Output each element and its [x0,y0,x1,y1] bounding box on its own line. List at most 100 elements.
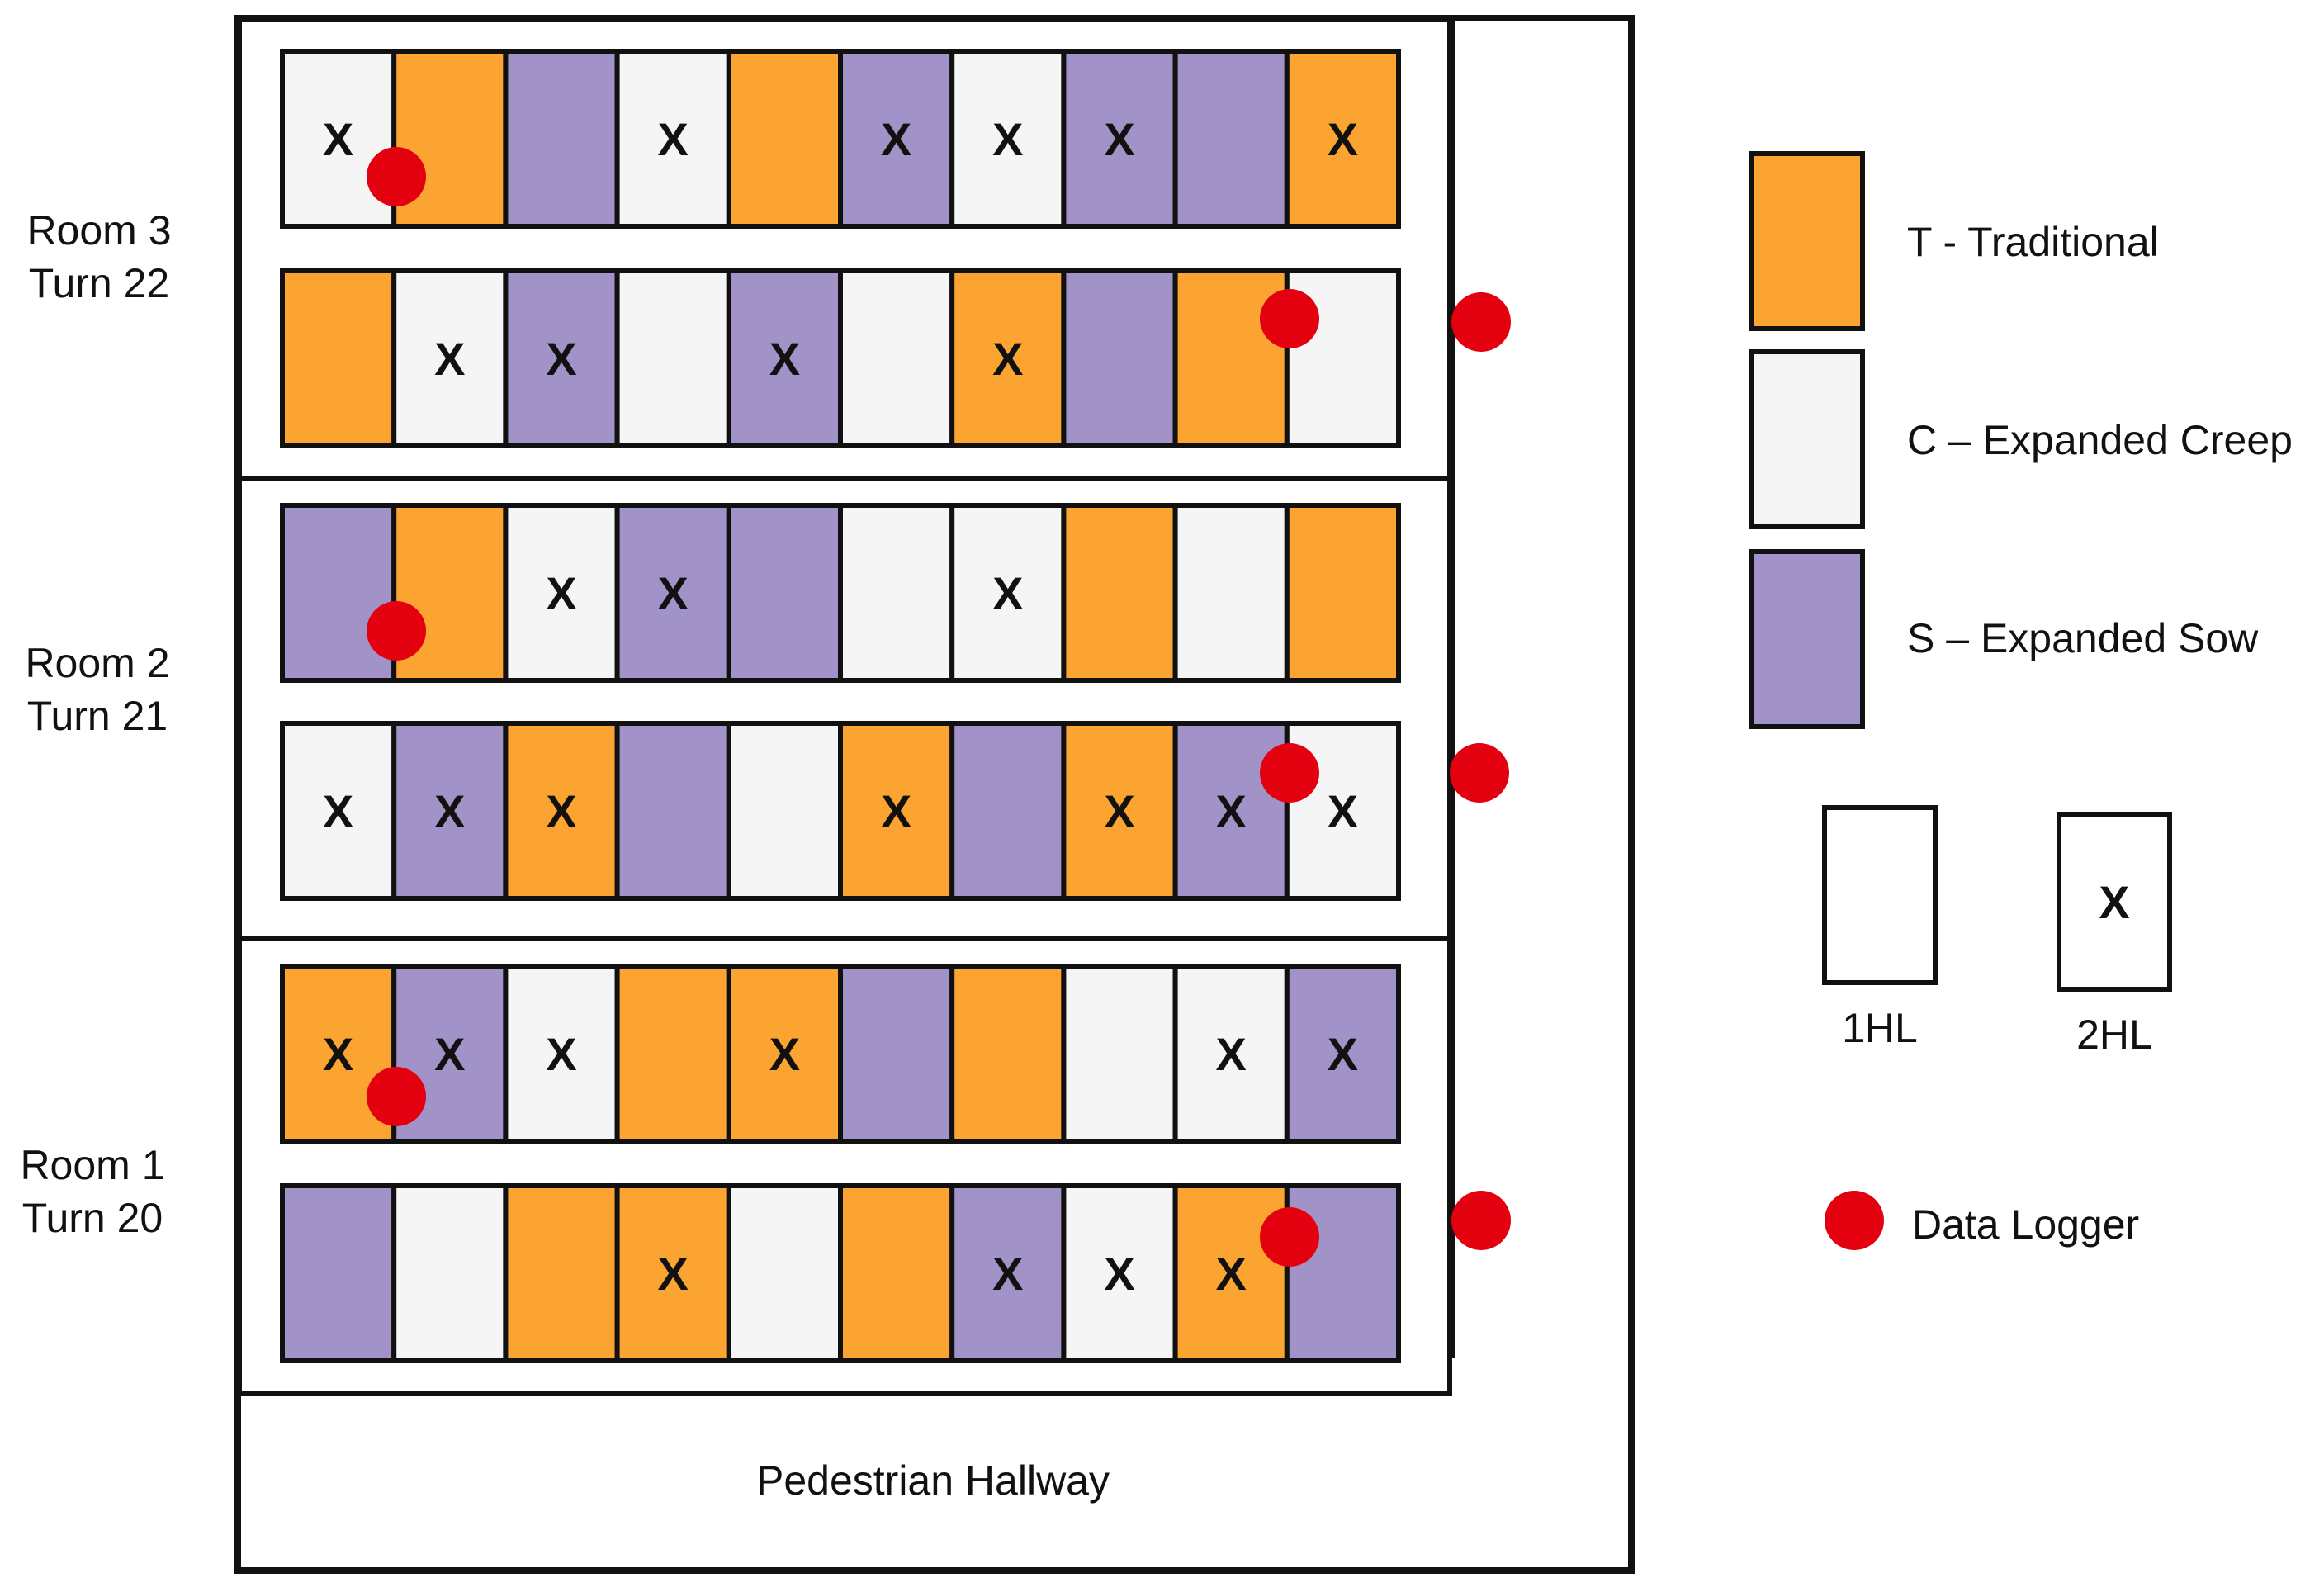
crate-cell [838,721,955,901]
crate-cell [1284,49,1402,229]
crate-cell [280,1183,397,1363]
two-hl-mark: X [769,333,800,385]
crate-cell [726,1183,843,1363]
two-hl-mark: X [1328,113,1358,165]
crate-cell [726,49,843,229]
crate-cell [1061,721,1178,901]
legend-data-logger-dot [1825,1191,1884,1250]
crate-cell [838,503,955,683]
two-hl-mark: X [658,1248,689,1300]
crate-cell [1172,49,1290,229]
data-logger-dot [367,601,426,661]
crate-cell [1061,268,1178,448]
crate-cell [503,268,620,448]
room-3-label: Room 3 [26,207,171,253]
legend-1hl-label: 1HL [1842,1005,1918,1051]
crate-cell [1061,1183,1178,1363]
two-hl-mark: X [1328,785,1358,837]
crate-cell [614,268,731,448]
two-hl-mark: X [992,567,1023,619]
two-hl-mark: X [323,1028,353,1080]
crate-cell [503,721,620,901]
two-hl-mark: X [992,333,1023,385]
crate-cell [726,503,843,683]
room-3-turn-label: Turn 22 [29,260,169,306]
two-hl-mark: X [1328,1028,1358,1080]
crate-cell [280,503,397,683]
two-hl-mark: X [323,113,353,165]
legend-traditional-swatch [1749,151,1865,331]
crate-cell [391,721,509,901]
two-hl-mark: X [1104,1248,1134,1300]
two-hl-mark: X [992,1248,1023,1300]
room-2-label: Room 2 [25,640,169,686]
data-logger-dot [1260,743,1319,803]
crate-cell [726,268,843,448]
data-logger-dot [1451,292,1511,352]
data-logger-dot [367,147,426,206]
legend-data-logger-label: Data Logger [1912,1201,2139,1248]
legend-creep-label: C – Expanded Creep [1907,417,2293,463]
two-hl-mark: X [881,113,911,165]
two-hl-mark: X [1216,1248,1247,1300]
crate-cell [949,964,1067,1144]
crate-cell [1284,964,1402,1144]
crate-cell [614,721,731,901]
legend-sow-swatch [1749,549,1865,729]
crate-cell [1284,503,1402,683]
crate-cell [503,49,620,229]
data-logger-dot [1451,1191,1511,1250]
room-1-box [237,936,1452,1396]
crate-cell [1172,503,1290,683]
crate-cell [949,1183,1067,1363]
crate-cell [280,268,397,448]
legend-2hl-label: 2HL [2076,1012,2152,1058]
two-hl-mark: X [1216,785,1247,837]
data-logger-dot [1260,289,1319,348]
crate-cell [280,964,397,1144]
two-hl-mark: X [1104,113,1134,165]
hallway-label: Pedestrian Hallway [756,1457,1110,1504]
room-1-turn-label: Turn 20 [22,1195,163,1241]
legend-2hl-mark: X [2099,876,2129,928]
crate-cell [726,721,843,901]
crate-cell [949,49,1067,229]
crate-cell [503,1183,620,1363]
two-hl-mark: X [1104,785,1134,837]
crate-cell [614,1183,731,1363]
crate-cell [280,721,397,901]
room-1-label: Room 1 [20,1142,164,1188]
two-hl-mark: X [546,785,576,837]
two-hl-mark: X [434,333,465,385]
two-hl-mark: X [323,785,353,837]
legend-creep-swatch [1749,349,1865,529]
crate-cell [1172,964,1290,1144]
two-hl-mark: X [992,113,1023,165]
two-hl-mark: X [434,785,465,837]
crate-cell [838,268,955,448]
two-hl-mark: X [658,113,689,165]
two-hl-mark: X [546,567,576,619]
crate-cell [949,268,1067,448]
legend-traditional-label: T - Traditional [1907,219,2159,265]
crate-cell [838,49,955,229]
data-logger-dot [1450,743,1509,803]
crate-cell [949,721,1067,901]
two-hl-mark: X [434,1028,465,1080]
crate-cell [391,1183,509,1363]
crate-cell [1061,503,1178,683]
data-logger-dot [367,1067,426,1126]
crate-cell [838,1183,955,1363]
room-2-turn-label: Turn 21 [27,693,168,739]
two-hl-mark: X [546,1028,576,1080]
two-hl-mark: X [769,1028,800,1080]
crate-cell [1061,964,1178,1144]
legend-1hl-box [1822,805,1938,985]
